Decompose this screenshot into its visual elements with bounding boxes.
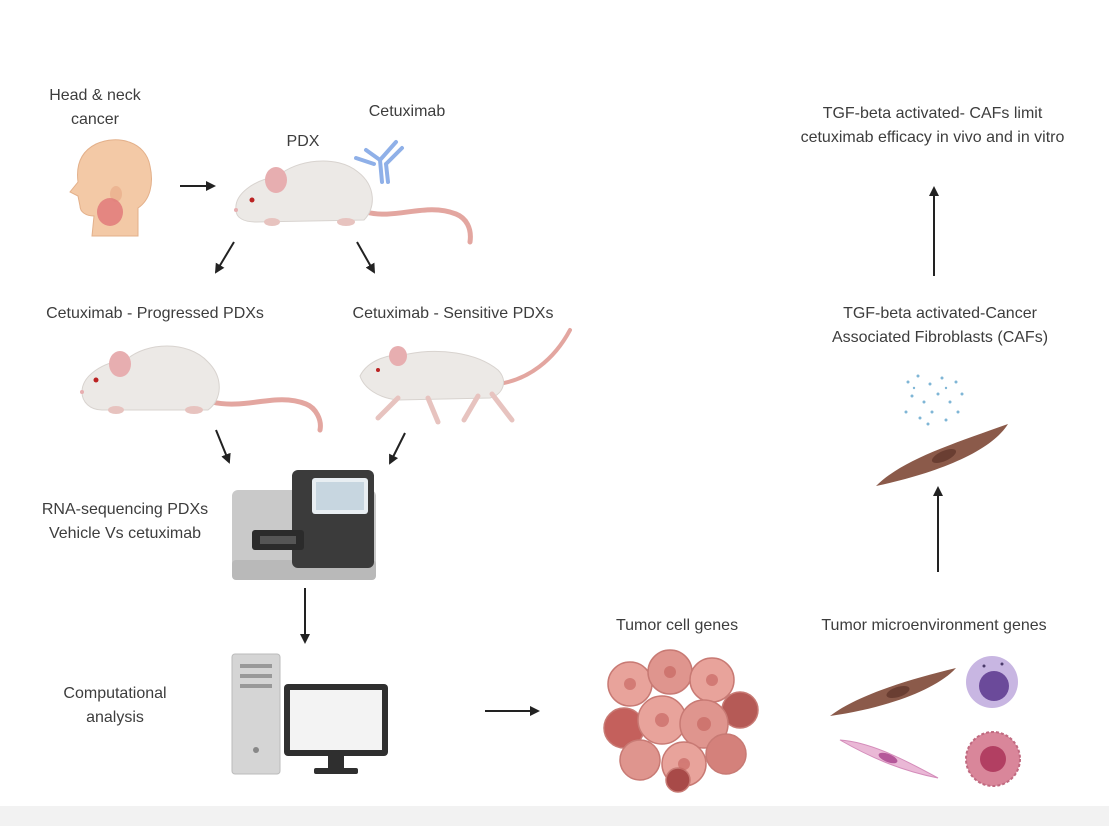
sequencer-icon (232, 470, 376, 580)
bottom-bar (0, 806, 1109, 826)
human-head-icon (69, 139, 152, 237)
computational-label: Computational analysis (40, 682, 190, 730)
computational-label-line2: analysis (86, 709, 144, 726)
head-neck-label-line1: Head & neck (49, 87, 141, 104)
pdx-label: PDX (286, 133, 320, 150)
sensitive-pdx-label: Cetuximab - Sensitive PDXs (352, 305, 554, 322)
tumor-cluster-icon (603, 649, 759, 793)
progressed-mouse-icon (80, 345, 323, 433)
cetuximab-label: Cetuximab (368, 103, 446, 120)
cancer-cell-pink-icon (965, 731, 1021, 787)
flow-arrows (180, 181, 943, 716)
antibody-icon (354, 140, 404, 184)
rnaseq-label-line2: Vehicle Vs cetuximab (48, 525, 202, 542)
caf-fibroblast-icon (876, 424, 1008, 486)
tgf-cafs-label: TGF-beta activated-Cancer Associated Fib… (805, 302, 1075, 350)
pdx-mouse-icon (234, 160, 473, 245)
arrow-sensitive-to-seq (389, 432, 406, 465)
secreted-factors-icon (904, 374, 964, 426)
head-neck-label-line2: cancer (70, 111, 120, 128)
immune-cell-icon (966, 656, 1018, 708)
rnaseq-label: RNA-sequencing PDXs Vehicle Vs cetuximab (20, 498, 230, 546)
arrow-progressed-to-seq (215, 429, 231, 464)
tgf-cafs-label-line2: Associated Fibroblasts (CAFs) (831, 329, 1049, 346)
head-neck-label: Head & neck cancer (40, 84, 150, 132)
fibroblast-pink-icon (839, 739, 939, 779)
sensitive-mouse-icon (359, 328, 572, 425)
progressed-pdx-label: Cetuximab - Progressed PDXs (46, 305, 264, 322)
tme-genes-label: Tumor microenvironment genes (821, 617, 1047, 634)
tumor-cell-genes-label: Tumor cell genes (615, 617, 739, 634)
rnaseq-label-line1: RNA-sequencing PDXs (41, 501, 209, 518)
computer-icon (231, 653, 388, 775)
conclusion-label: TGF-beta activated- CAFs limit cetuximab… (760, 102, 1105, 150)
conclusion-label-line2: cetuximab efficacy in vivo and in vitro (800, 129, 1065, 146)
arrow-pdx-to-sensitive (356, 241, 375, 274)
fibroblast-cell-icon (830, 668, 956, 716)
tgf-cafs-label-line1: TGF-beta activated-Cancer (843, 305, 1037, 322)
computational-label-line1: Computational (63, 685, 167, 702)
arrow-pdx-to-progressed (214, 241, 235, 274)
conclusion-label-line1: TGF-beta activated- CAFs limit (822, 105, 1043, 122)
